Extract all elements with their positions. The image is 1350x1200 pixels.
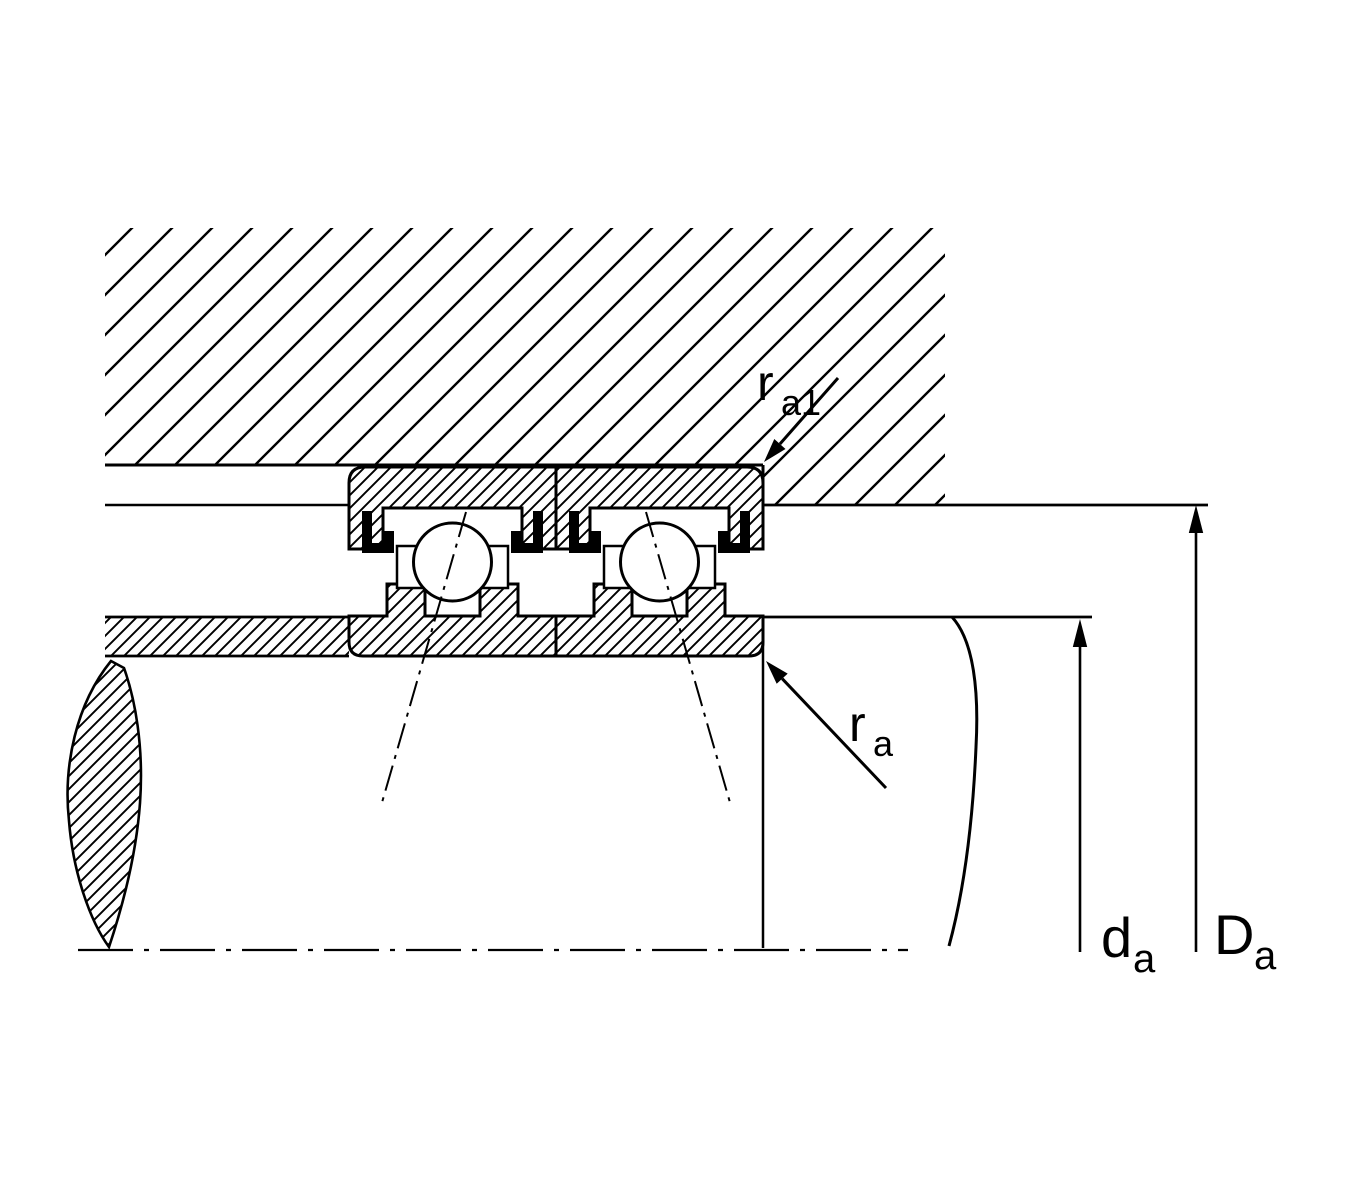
da-arrowhead [1072,619,1088,647]
bearing-left-seal-right [511,511,543,553]
shaft-right-contour [947,615,979,947]
ra-arrowhead [766,661,788,684]
bearing-right-outer-ring [554,465,765,551]
ra-leader-line [781,677,888,790]
label-ra1-main: r [757,355,774,411]
label-da-sub: a [1133,937,1156,981]
annotation-ra1: r a1 [757,355,840,462]
label-ra-main: r [849,696,866,752]
reference-lines [761,503,1208,948]
dimension-Da: D a [1188,505,1277,978]
bearing-right-seal-left [569,511,601,553]
housing-section [105,228,945,507]
bearing-left-seal-left [362,511,394,553]
label-da-main: d [1101,906,1132,969]
shaft-break-section [66,659,143,950]
contact-angle-lines [380,511,732,807]
bearing-right-seal-right [718,511,750,553]
contact-line-right [645,511,732,807]
label-ra1-sub: a1 [781,382,821,423]
bearing-left [347,465,558,658]
bearing-right-inner-ring [554,582,765,658]
label-ra-sub: a [873,723,894,764]
annotation-ra: r a [766,661,894,790]
label-Da-sub: a [1254,934,1277,978]
shaft-spacer-outline [105,615,349,658]
contact-line-left [380,511,467,807]
Da-arrowhead [1188,505,1204,533]
shaft-spacer-hatch [105,617,349,656]
bearing-left-outer-ring [347,465,558,551]
shaft-section [66,615,979,950]
housing-hatch-area [105,228,945,505]
ra1-leader-line [778,377,840,445]
dimension-da: d a [1072,619,1156,981]
ra1-arrowhead [764,439,786,462]
bearing-left-inner-ring [347,582,558,658]
label-Da-main: D [1214,903,1254,966]
